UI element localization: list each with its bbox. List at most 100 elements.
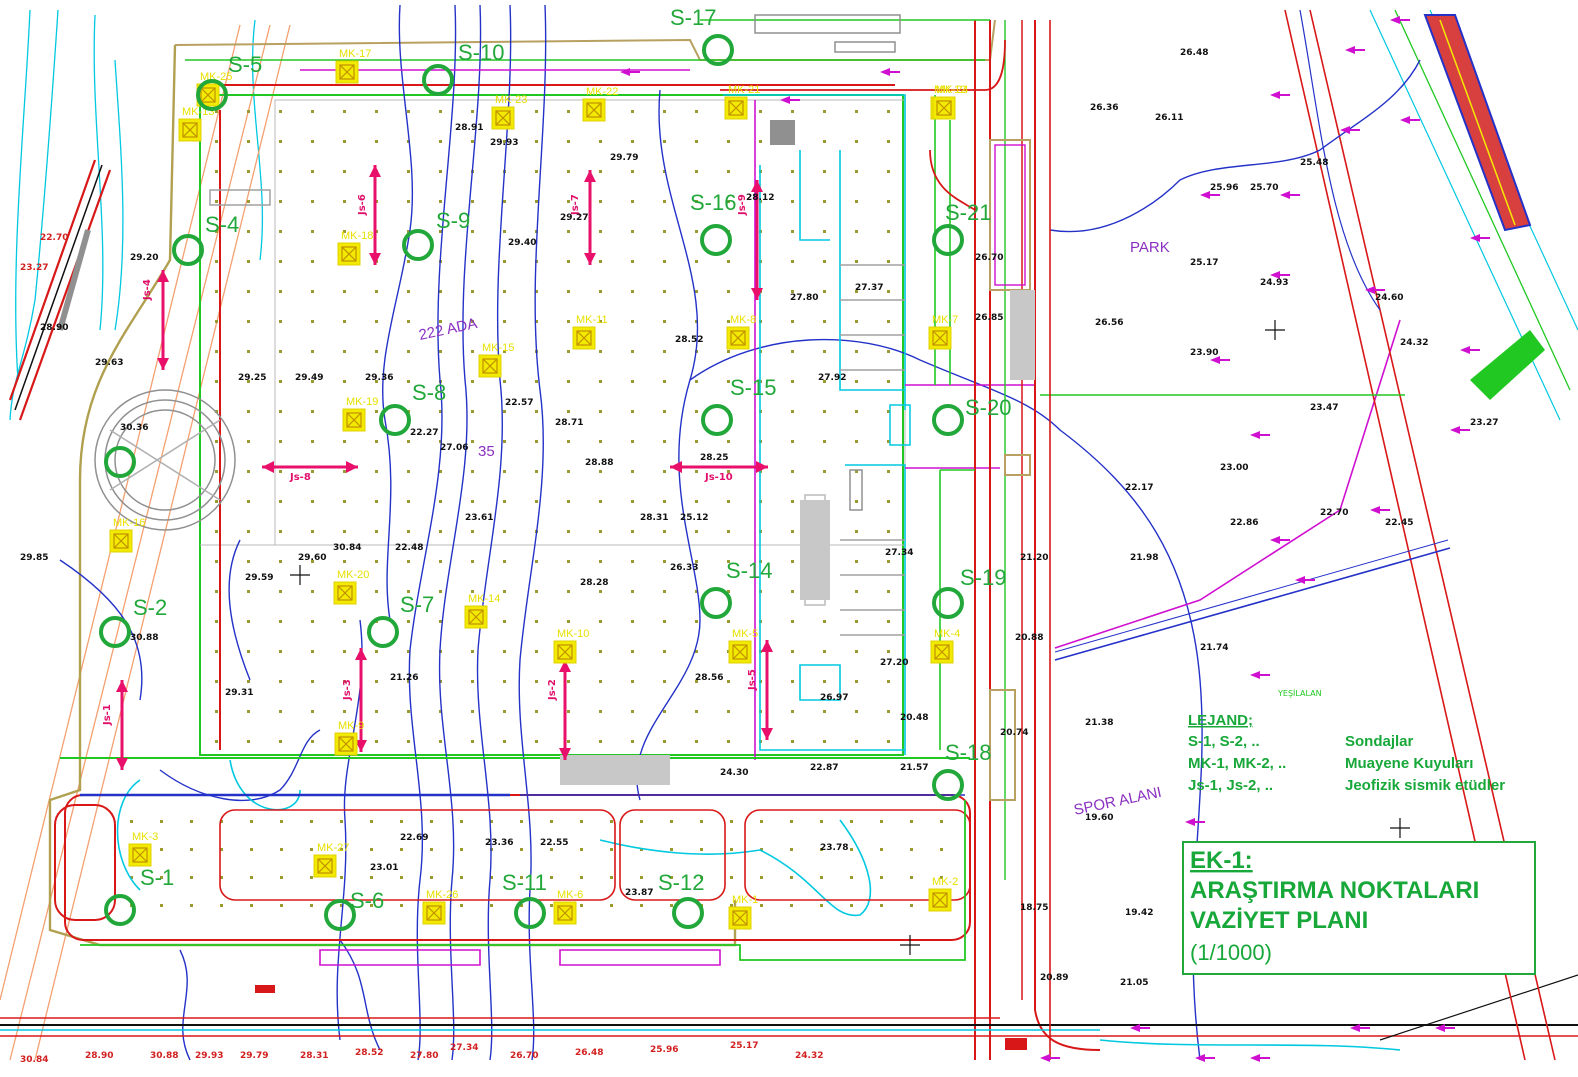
arrow-marker bbox=[1450, 426, 1470, 434]
elevation-label: 25.17 bbox=[1190, 258, 1218, 268]
elevation-label-red: 25.96 bbox=[650, 1045, 678, 1055]
elevation-label: 28.56 bbox=[695, 673, 723, 683]
arrow-marker bbox=[1460, 346, 1480, 354]
elevation-label: 22.69 bbox=[400, 833, 428, 843]
arrow-marker bbox=[1250, 431, 1270, 439]
elevation-label: 21.74 bbox=[1200, 643, 1228, 653]
elevation-label: 24.60 bbox=[1375, 293, 1403, 303]
elevation-label-red: 28.52 bbox=[355, 1048, 383, 1058]
bottom-road bbox=[0, 974, 1578, 1041]
borehole-label: S-12 bbox=[658, 870, 704, 895]
elevation-label: 30.88 bbox=[130, 633, 158, 643]
borehole-s-8: S-8 bbox=[379, 380, 446, 436]
well-label: MK-3 bbox=[132, 831, 158, 843]
east-road-strip bbox=[929, 20, 1101, 1060]
borehole-label: S-6 bbox=[350, 888, 384, 913]
title-code: EK-1: bbox=[1190, 847, 1253, 874]
borehole-s-3 bbox=[104, 446, 136, 478]
elevation-label: 28.31 bbox=[640, 513, 668, 523]
arrow-marker bbox=[1365, 286, 1385, 294]
well-mk-9: MK-9 bbox=[334, 720, 364, 756]
borehole-s-18: S-18 bbox=[932, 740, 991, 801]
seismic-js-10: Js-10 bbox=[670, 461, 768, 483]
arrow-marker bbox=[1470, 234, 1490, 242]
grid-dots bbox=[130, 110, 943, 907]
well-label: MK-27 bbox=[317, 842, 349, 854]
elevation-label: 23.78 bbox=[820, 843, 848, 853]
arrow-marker bbox=[1195, 1054, 1215, 1062]
elevation-label: 24.32 bbox=[1400, 338, 1428, 348]
well-mk-23: MK-23 bbox=[491, 94, 527, 130]
borehole-s-16: S-16 bbox=[690, 190, 736, 256]
elevation-label: 29.60 bbox=[298, 553, 326, 563]
well-mk-24: MK-24 bbox=[932, 84, 968, 120]
borehole-s-21: S-21 bbox=[932, 200, 991, 256]
well-label: MK-20 bbox=[337, 569, 369, 581]
well-mk-19: MK-19 bbox=[342, 396, 378, 432]
elevation-label-red: 24.32 bbox=[795, 1051, 823, 1061]
elevation-label: 28.91 bbox=[455, 123, 483, 133]
elevation-label: 26.36 bbox=[1090, 103, 1118, 113]
seismic-label: Js-6 bbox=[357, 194, 368, 216]
grey-structures bbox=[209, 189, 905, 636]
spor-alani-label: SPOR ALANI bbox=[1072, 784, 1163, 819]
borehole-s-4: S-4 bbox=[172, 212, 239, 266]
well-mk-18: MK-18 bbox=[337, 230, 373, 266]
arrow-marker bbox=[1295, 576, 1315, 584]
elevation-labels: 29.6029.4929.5929.2529.3130.8430.3629.85… bbox=[20, 48, 1498, 1065]
seismic-js-1: Js-1 bbox=[102, 680, 128, 770]
borehole-marker bbox=[196, 79, 228, 111]
well-mk-16: MK-16 bbox=[109, 517, 145, 553]
seismic-js-5: Js-5 bbox=[747, 640, 773, 740]
elevation-label: 29.59 bbox=[245, 573, 273, 583]
seismic-js-6: Js-6 bbox=[357, 165, 381, 265]
well-label: MK-8 bbox=[730, 314, 756, 326]
elevation-label: 27.80 bbox=[790, 293, 818, 303]
arrow-marker bbox=[1435, 1024, 1455, 1032]
elevation-label: 23.36 bbox=[485, 838, 513, 848]
elevation-label: 29.40 bbox=[508, 238, 536, 248]
elevation-label: 29.49 bbox=[295, 373, 323, 383]
arrow-marker bbox=[1280, 191, 1300, 199]
elevation-label: 22.87 bbox=[810, 763, 838, 773]
elevation-label: 25.96 bbox=[1210, 183, 1238, 193]
elevation-label: 21.57 bbox=[900, 763, 928, 773]
arrow-marker bbox=[1130, 1024, 1150, 1032]
elevation-label: 23.47 bbox=[1310, 403, 1338, 413]
borehole-marker bbox=[367, 616, 399, 648]
elevation-label: 19.42 bbox=[1125, 908, 1153, 918]
borehole-marker bbox=[514, 897, 546, 929]
seismic-label: Js-4 bbox=[142, 279, 153, 301]
well-mk-26: MK-26 bbox=[422, 889, 458, 925]
elevation-label: 21.05 bbox=[1120, 978, 1148, 988]
borehole-s-2: S-2 bbox=[99, 595, 167, 648]
arrow-marker bbox=[880, 68, 900, 76]
parking-lot bbox=[54, 757, 971, 961]
borehole-label: S-14 bbox=[726, 558, 772, 583]
elevation-label: 20.89 bbox=[1040, 973, 1068, 983]
well-label: MK-15 bbox=[482, 342, 514, 354]
borehole-marker bbox=[99, 616, 131, 648]
elevation-label: 28.28 bbox=[580, 578, 608, 588]
elevation-label-red: 29.79 bbox=[240, 1051, 268, 1061]
borehole-marker bbox=[932, 224, 964, 256]
well-label: MK-22 bbox=[586, 86, 618, 98]
elevation-label-red: 28.31 bbox=[300, 1051, 328, 1061]
borehole-label: S-11 bbox=[502, 870, 547, 895]
well-mk-17: MK-17 bbox=[335, 48, 371, 84]
well-mk-4: MK-4 bbox=[930, 628, 960, 664]
contour-35-label: 35 bbox=[478, 443, 495, 460]
ada-label: 222 ADA bbox=[417, 315, 478, 344]
arrow-marker bbox=[1210, 356, 1230, 364]
seismic-label: Js-7 bbox=[570, 194, 581, 216]
well-mk-10: MK-10 bbox=[553, 628, 589, 664]
legend-desc-1: Sondajlar bbox=[1345, 733, 1414, 750]
arrow-marker bbox=[1270, 271, 1290, 279]
borehole-label: S-20 bbox=[965, 395, 1011, 420]
well-mk-2: MK-2 bbox=[928, 876, 958, 912]
seismic-label: Js-1 bbox=[102, 704, 113, 726]
elevation-label: 23.87 bbox=[625, 888, 653, 898]
elevation-label: 19.60 bbox=[1085, 813, 1113, 823]
elevation-label: 24.93 bbox=[1260, 278, 1288, 288]
